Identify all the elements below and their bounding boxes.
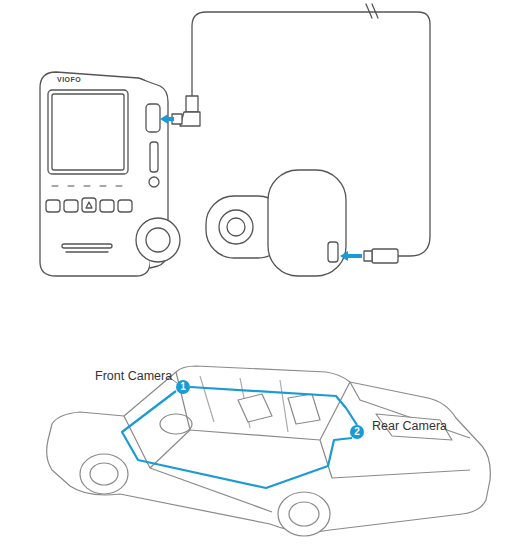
callout-number: 1 (176, 380, 190, 394)
part-label: Rear Camera (372, 420, 447, 434)
brand-mark: VIOFO (57, 76, 81, 84)
part-label: Front Camera (95, 370, 172, 384)
dashcam-drawing (40, 4, 430, 276)
callout-text: 2 (354, 427, 360, 437)
cable-route (122, 391, 352, 488)
car-outline (47, 366, 491, 536)
cable-connector (190, 387, 357, 425)
callout-text: 1 (180, 382, 186, 392)
callout-number: 2 (350, 425, 364, 439)
plug-arrows (160, 114, 362, 261)
